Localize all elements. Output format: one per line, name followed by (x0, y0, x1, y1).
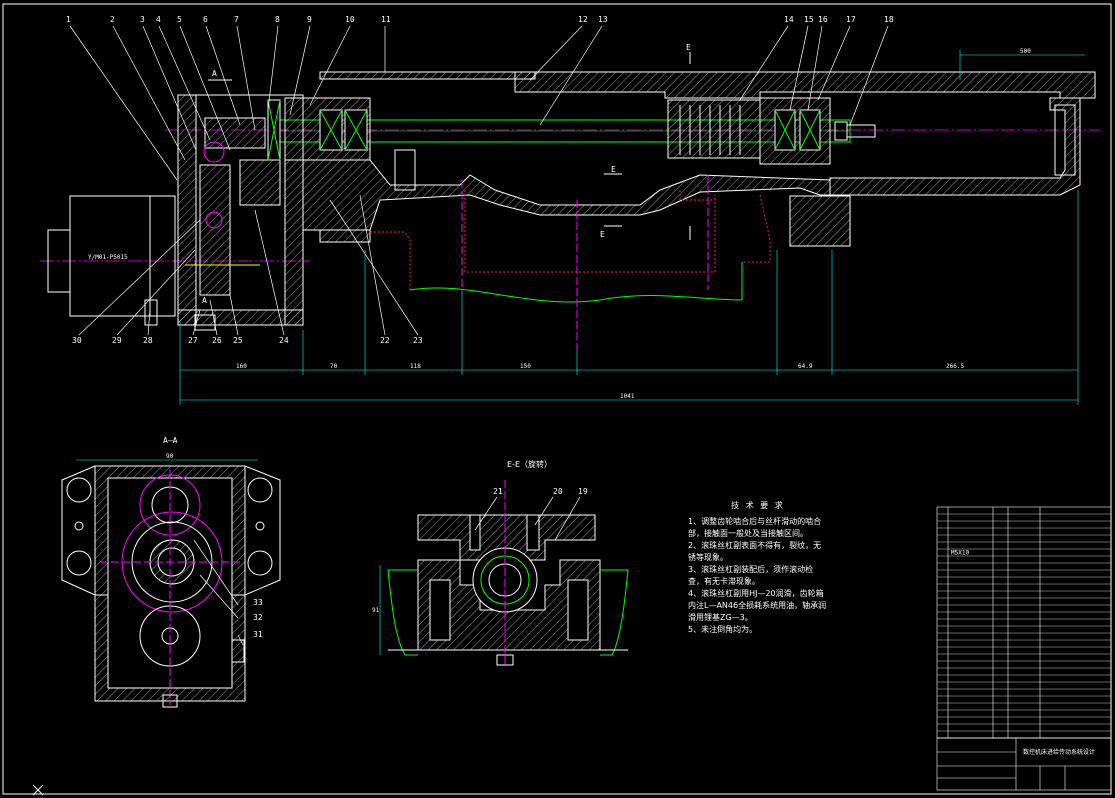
part-numbers-bottom: 30 29 28 27 26 25 24 22 23 (72, 336, 423, 345)
part-number: 20 (553, 487, 563, 496)
part-number: 21 (493, 487, 503, 496)
part-number: 14 (784, 15, 794, 24)
ball-nut (667, 99, 761, 159)
part-number: 16 (818, 15, 828, 24)
dimension-value: 160 (236, 363, 247, 370)
part-number: 30 (72, 336, 82, 345)
dimension-value: 150 (520, 363, 531, 370)
part-number: 27 (188, 336, 198, 345)
section-mark-a-top: A (212, 69, 217, 78)
dimension-values: 160 70 118 150 64.9 266.5 1041 500 (236, 48, 1031, 400)
part-number: 25 (233, 336, 243, 345)
part-number: 32 (253, 613, 263, 622)
section-aa-view: 90 (61, 453, 281, 708)
part-number: 17 (846, 15, 856, 24)
part-number: 19 (578, 487, 588, 496)
motor-model-label: Y/M01-P5015 (88, 254, 128, 261)
break-line (409, 287, 743, 303)
requirement-item: 4、滚珠丝杠副用HJ—20润滑，齿轮箱内注L—AN46全损耗系统用油，轴承润滑用… (688, 589, 827, 622)
part-number: 29 (112, 336, 122, 345)
part-number: 10 (345, 15, 355, 24)
section-mark-e-low: E (600, 230, 605, 239)
dimension-value: 1041 (620, 393, 635, 400)
dimension-value: 266.5 (946, 363, 964, 370)
part-number: 2 (110, 15, 115, 24)
section-ee-title: E-E（旋转） (507, 459, 552, 469)
technical-requirements: 技 术 要 求 1、调整齿轮啮合后与丝杆滑动的啮合部，接触面一般处及当接触区间。… (688, 500, 828, 636)
section-mark-e-top: E (686, 43, 691, 52)
bom-table-grid (936, 506, 1112, 791)
section-ee-view (379, 480, 629, 666)
part-number: 18 (884, 15, 894, 24)
dimension-value: 90 (166, 453, 174, 460)
part-number: 5 (177, 15, 182, 24)
part-number: 24 (279, 336, 289, 345)
part-number: 12 (578, 15, 588, 24)
slide-base (302, 159, 831, 231)
section-mark-a-bottom: A (202, 296, 207, 305)
part-number: 22 (380, 336, 390, 345)
ee-top-block (417, 514, 596, 561)
technical-requirements-title: 技 术 要 求 (731, 501, 785, 510)
section-aa-title: A—A (163, 436, 178, 445)
part-numbers-top: 1 2 3 4 5 6 7 8 9 10 11 12 13 14 15 16 1… (66, 15, 894, 24)
bom-row-lines (937, 513, 1111, 739)
drawing-border (2, 3, 1112, 795)
part-number: 9 (307, 15, 312, 24)
section-mark-e-mid: E (611, 165, 616, 174)
part-number: 4 (156, 15, 161, 24)
dimension-value: 500 (1020, 48, 1031, 55)
requirement-item: 3、滚珠丝杠副装配后，须作滚动检查，有无卡滞现象。 (688, 565, 814, 586)
part-number: 28 (143, 336, 153, 345)
dimension-value: 91 (372, 607, 380, 614)
table-top-plate (319, 71, 536, 80)
gear-large (199, 164, 231, 296)
main-assembly-view (40, 52, 1100, 350)
part-number: 26 (212, 336, 222, 345)
dimension-lines (179, 50, 1085, 405)
part-number: 7 (234, 15, 239, 24)
requirement-item: 2、滚珠丝杠副表面不得有，裂纹，无锈等现象。 (688, 541, 822, 562)
requirement-item: 5、未注倒角均为。 (688, 625, 758, 634)
part-number: 31 (253, 630, 263, 639)
ee-bed-right (600, 569, 629, 656)
part-number: 13 (598, 15, 608, 24)
saddle-body (514, 71, 1096, 99)
dimension-value: 70 (330, 363, 338, 370)
leader-lines-top (69, 25, 889, 181)
dimension-value: 118 (410, 363, 421, 370)
ee-bed-left (387, 569, 418, 656)
gear-small (204, 117, 266, 149)
leader-lines-bottom (78, 194, 419, 336)
part-number: 23 (413, 336, 423, 345)
title-block-name: 数控机床进给传动系统设计 (1023, 748, 1095, 756)
part-number: 3 (140, 15, 145, 24)
part-number: 6 (203, 15, 208, 24)
cursor-crosshair-icon (32, 784, 44, 796)
part-number: 8 (275, 15, 280, 24)
part-number: 15 (804, 15, 814, 24)
right-end-bracket (829, 97, 1081, 196)
dimension-value: 64.9 (798, 363, 813, 370)
requirement-item: 1、调整齿轮啮合后与丝杆滑动的啮合部，接触面一般处及当接触区间。 (688, 517, 822, 538)
bom-row-text: M5X10 (951, 550, 969, 557)
part-number: 1 (66, 15, 71, 24)
part-number: 33 (253, 598, 263, 607)
part-number: 11 (381, 15, 391, 24)
